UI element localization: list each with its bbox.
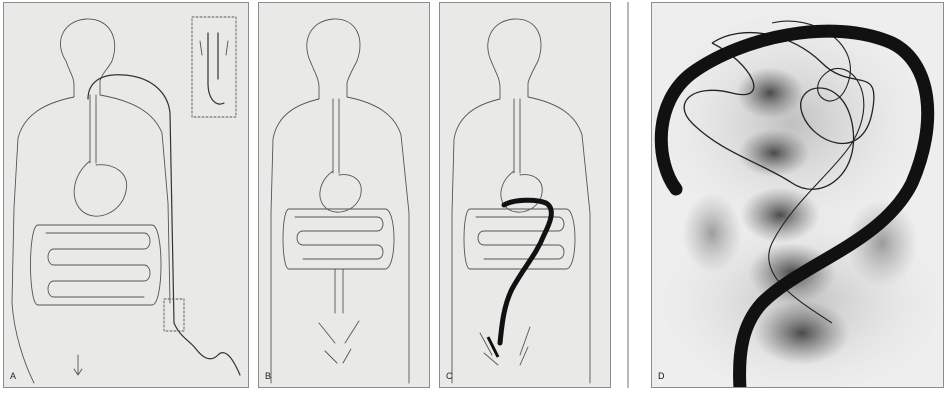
panel-divider [627,2,629,388]
panel-d-label: D [658,372,665,381]
torso-drawing-a [4,3,249,388]
panel-b-diagram: B [258,2,430,388]
xray-image [652,3,944,388]
panel-c-diagram: C [439,2,611,388]
panel-a-label: A [10,372,16,381]
panel-d-radiograph: D [651,2,944,388]
torso-drawing-c [440,3,611,388]
panel-c-label: C [446,372,453,381]
panel-a-diagram: A [3,2,249,388]
torso-drawing-b [259,3,430,388]
panel-b-label: B [265,372,271,381]
